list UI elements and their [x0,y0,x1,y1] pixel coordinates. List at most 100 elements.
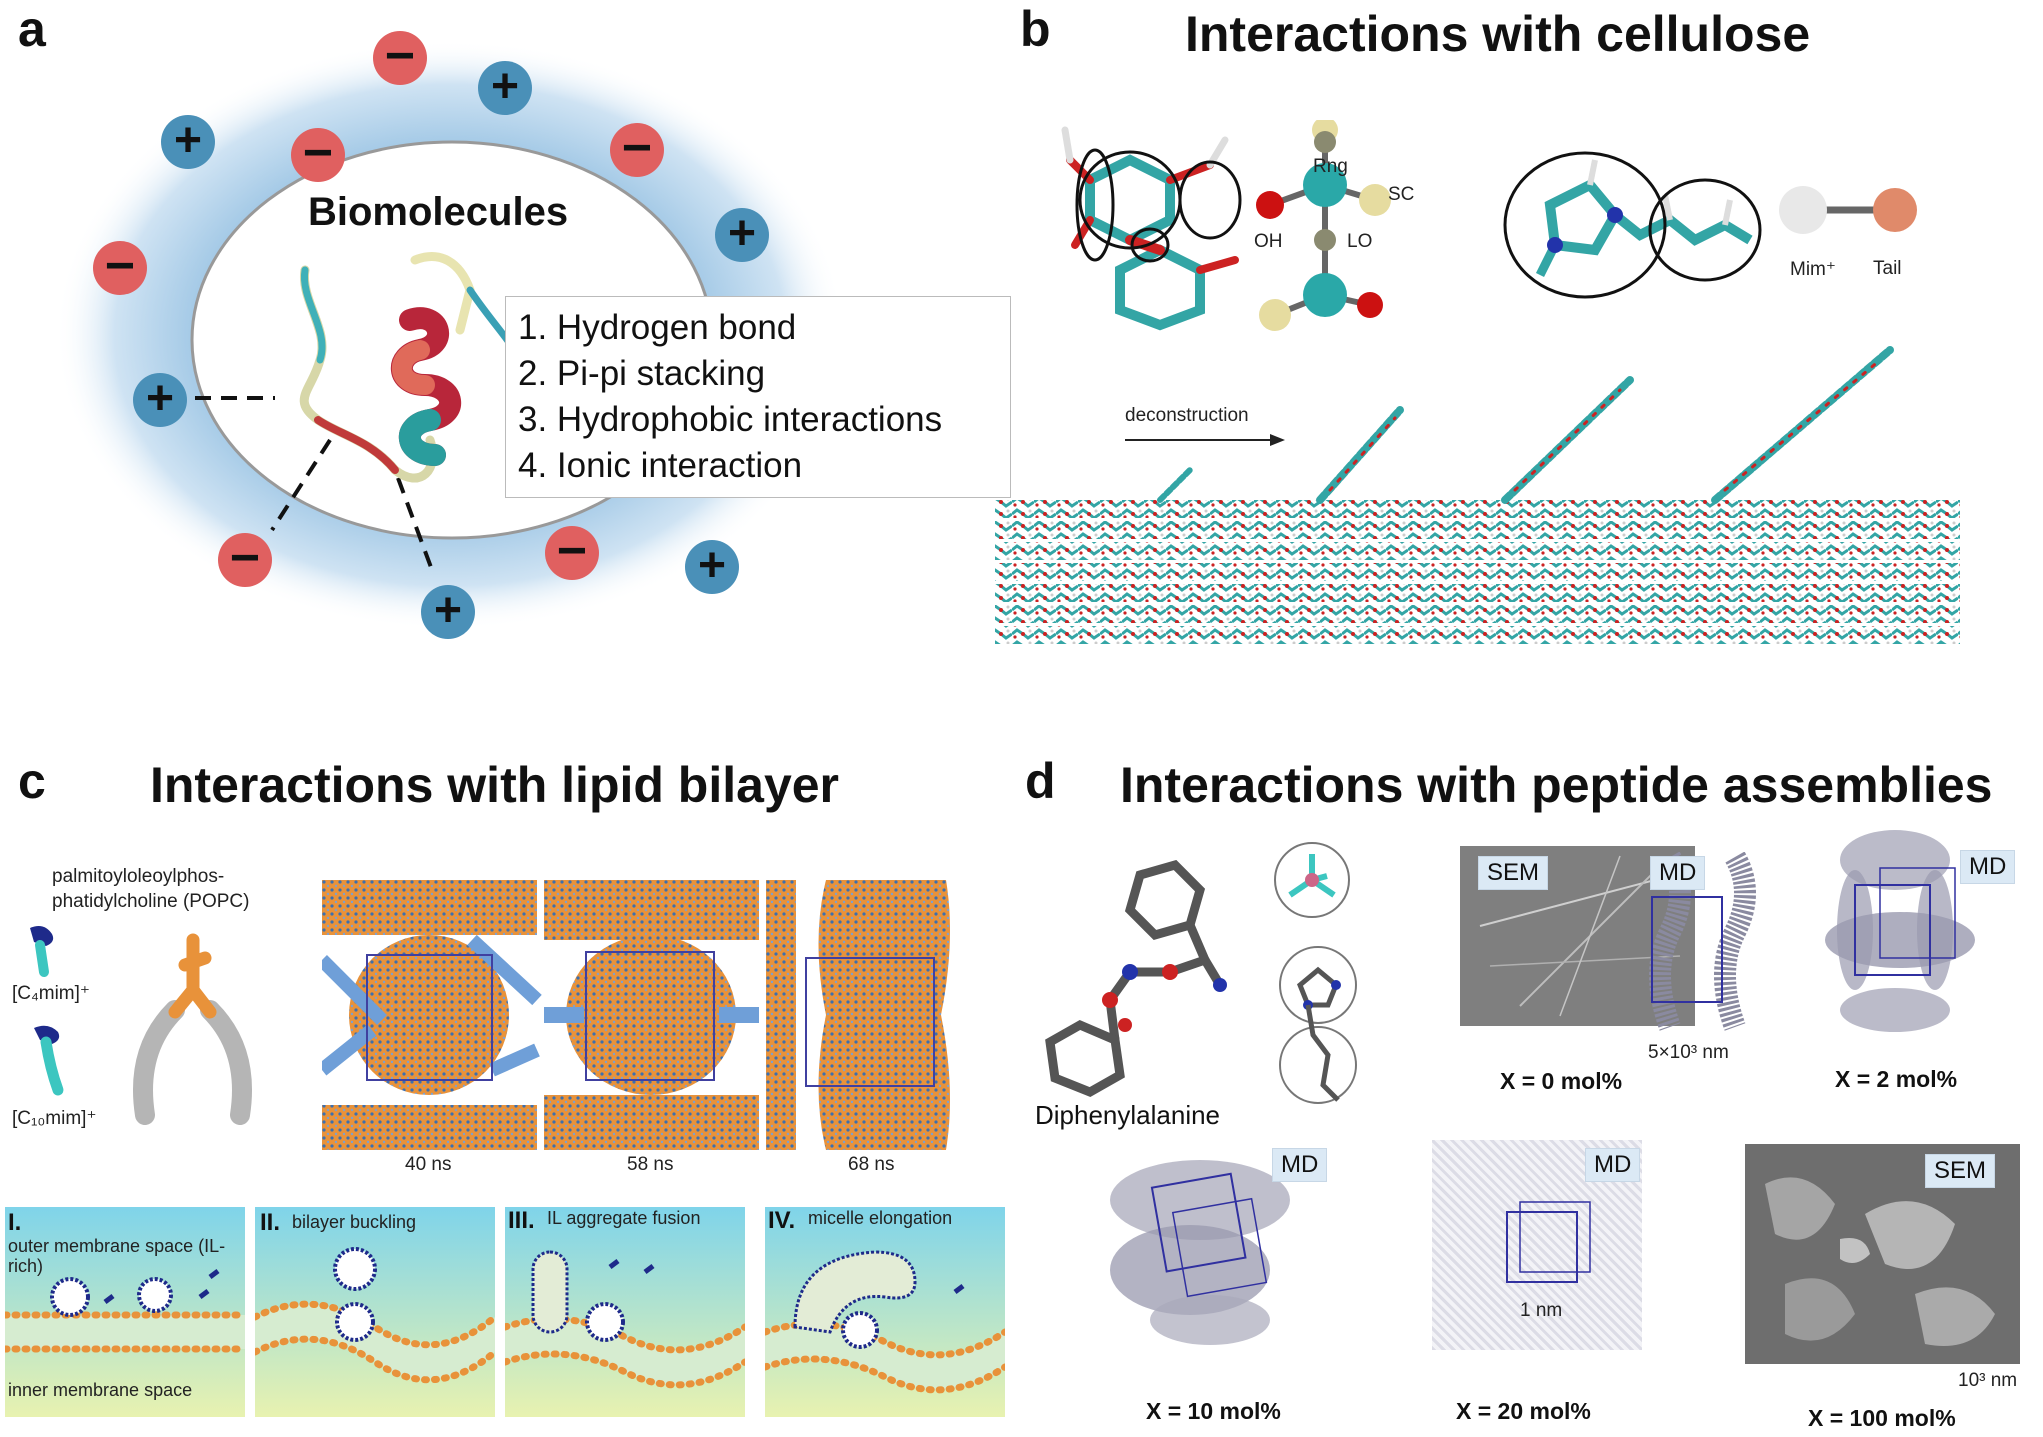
deconstruction-label: deconstruction [1125,405,1249,426]
stage-4-text: micelle elongation [808,1208,953,1228]
svg-text:−: − [385,27,415,85]
peeled-chains [1157,346,1894,504]
time-58ns: 58 ns [627,1154,674,1175]
c4mim-icon [30,926,54,977]
caption-x10: X = 10 mol% [1146,1398,1281,1424]
panel-c-label: c [18,753,46,809]
panel-a-label: a [18,1,46,57]
snapshot-68ns [766,880,982,1150]
diphenylalanine-label: Diphenylalanine [1035,1100,1221,1130]
anion-5: − [218,529,272,587]
svg-text:+: + [174,114,202,167]
anion-4: − [93,237,147,295]
sem-tag-x0: SEM [1478,856,1549,890]
scale-1nm: 1 nm [1520,1300,1563,1321]
stage-2-text: bilayer buckling [292,1212,417,1232]
stage-4-numeral: IV. [768,1207,796,1234]
md-fiber-x0 [1649,852,1756,1031]
md-tag-x0: MD [1650,856,1706,890]
panel-c-title: Interactions with lipid bilayer [150,757,840,813]
caption-x20: X = 20 mol% [1456,1398,1591,1424]
fibril-layers [995,500,1960,644]
svg-text:−: − [622,119,652,177]
imidazolium-cation-structure [1279,946,1357,1104]
interaction-item-2: 2. Pi-pi stacking [518,354,766,393]
stage-2-numeral: II. [260,1209,281,1236]
cellulose-fibril [995,346,1960,644]
cation-4: + [133,372,187,427]
sem-aggregates [1765,1177,1995,1346]
stage-3-text: IL aggregate fusion [547,1208,701,1228]
c4mim-label: [C₄mim]⁺ [12,983,90,1004]
md-box-x20-cell [1506,1201,1591,1283]
panel-d-label: d [1025,753,1056,809]
svg-text:+: + [434,584,462,637]
md-tag-x2: MD [1960,850,2016,884]
imidazolium-molecule [1503,151,1762,299]
anion-3: − [610,119,664,177]
interaction-item-3: 3. Hydrophobic interactions [518,400,943,439]
interaction-list: 1. Hydrogen bond 2. Pi-pi stacking 3. Hy… [505,296,1011,498]
svg-text:+: + [728,207,756,260]
popc-label: palmitoyloleoylphos-phatidylcholine (POP… [52,866,250,912]
snapshot-40ns [322,880,542,1150]
svg-text:−: − [105,237,135,295]
label-sc: SC [1388,184,1415,205]
anion-6: − [545,522,599,580]
biomolecules-title: Biomolecules [308,190,569,234]
inner-membrane-label: inner membrane space [8,1380,193,1400]
cellulose-cg-model [1256,120,1391,331]
cation-1: + [478,60,532,115]
sem-fibers [1479,855,1681,1017]
stage-box-2 [255,1207,495,1417]
label-mim: Mim⁺ [1790,259,1836,280]
svg-text:−: − [557,522,587,580]
ion-connector-2 [270,438,332,532]
sem-tag-x100: SEM [1925,1154,1996,1188]
svg-text:+: + [698,539,726,592]
anion-2: − [291,124,345,182]
imidazolium-cg-model [1779,186,1917,234]
scale-1e3nm: 10³ nm [1958,1370,2018,1391]
label-lo: LO [1347,231,1373,252]
c10mim-label: [C₁₀mim]⁺ [12,1108,97,1129]
stage-box-1 [5,1207,245,1417]
bf4-anion-structure [1274,842,1350,918]
diphenylalanine-structure [1045,860,1227,1097]
label-oh: OH [1254,231,1283,252]
svg-text:+: + [491,60,519,113]
md-cluster-x2 [1825,830,1975,1032]
interaction-item-4: 4. Ionic interaction [518,446,803,485]
scale-5e3nm: 5×10³ nm [1648,1042,1729,1063]
label-rng: Rng [1313,156,1348,177]
cation-3: + [715,207,769,262]
stage-box-3 [505,1207,745,1417]
cellulose-molecule [1061,126,1242,331]
panel-b-label: b [1020,1,1051,57]
stage-1-numeral: I. [8,1209,22,1236]
svg-text:+: + [146,372,174,425]
svg-text:−: − [303,124,333,182]
caption-x0: X = 0 mol% [1500,1068,1623,1094]
label-tail: Tail [1873,258,1902,279]
snapshot-58ns [544,880,759,1150]
md-cluster-x10 [1110,1160,1290,1345]
anion-1: − [373,27,427,85]
md-tag-x20: MD [1585,1148,1641,1182]
svg-text:−: − [230,529,260,587]
panel-d-title: Interactions with peptide assemblies [1120,757,1993,813]
cation-5: + [685,539,739,594]
panel-b-title: Interactions with cellulose [1185,6,1811,62]
cation-6: + [421,584,475,639]
cation-2: + [161,114,215,169]
time-68ns: 68 ns [848,1154,895,1175]
ion-connector-3 [396,477,434,571]
caption-x100: X = 100 mol% [1808,1405,1956,1431]
stage-box-4 [765,1207,1005,1417]
deconstruction-arrow [1125,434,1285,446]
md-tag-x10: MD [1272,1148,1328,1182]
time-40ns: 40 ns [405,1154,452,1175]
stage-3-numeral: III. [508,1207,535,1234]
popc-icon [133,933,252,1125]
c10mim-icon [34,1025,64,1096]
